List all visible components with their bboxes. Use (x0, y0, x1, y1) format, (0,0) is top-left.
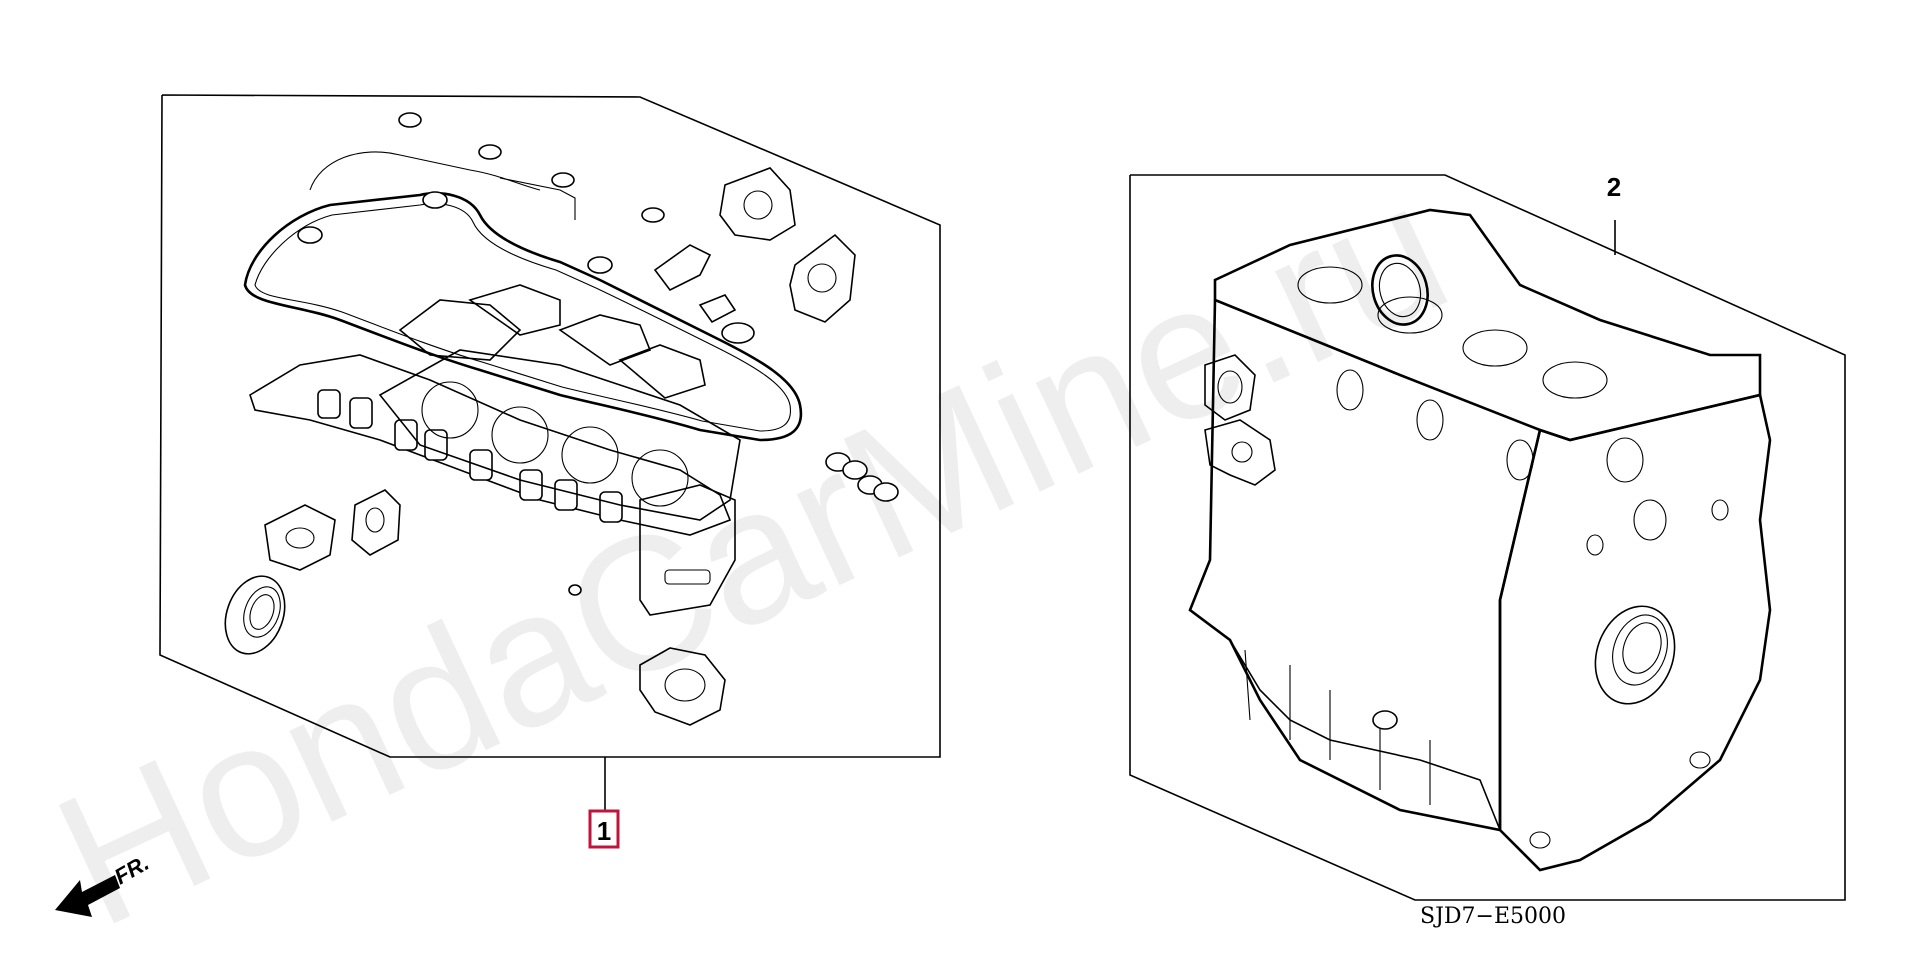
part-2-frame (1129, 174, 1846, 901)
part-1-number[interactable]: 1 (597, 816, 611, 846)
block-rear-plate (1498, 393, 1772, 872)
water-pipe-gasket (264, 504, 336, 571)
cam-cover-outline (309, 151, 541, 191)
bracket-gasket (639, 484, 736, 616)
oil-seal-left (224, 575, 286, 655)
cylinder-head-gasket (378, 349, 741, 521)
oil-pan (1229, 639, 1501, 831)
watermark: HondaCarMine.ru (28, 141, 1477, 958)
gasket-plate-a (719, 167, 796, 241)
part-2-number[interactable]: 2 (1607, 172, 1621, 202)
part-1-gasket-kit[interactable] (159, 94, 941, 810)
block-top-deck (1213, 208, 1762, 442)
front-arrow-icon (55, 875, 120, 917)
crankshaft-oil-seal (1594, 605, 1676, 705)
intake-manifold-gasket (249, 354, 732, 536)
part-1-callout[interactable]: 1 (588, 809, 620, 849)
valve-cover-gasket (243, 191, 803, 442)
diagram-code: SJD7−E5000 (1420, 904, 1566, 929)
part-1-highlight-box (588, 809, 620, 849)
part-1-frame (159, 94, 941, 758)
gasket-plate-b (789, 233, 856, 323)
part-2-short-block[interactable] (1129, 174, 1846, 901)
outlet-gasket (639, 647, 726, 726)
